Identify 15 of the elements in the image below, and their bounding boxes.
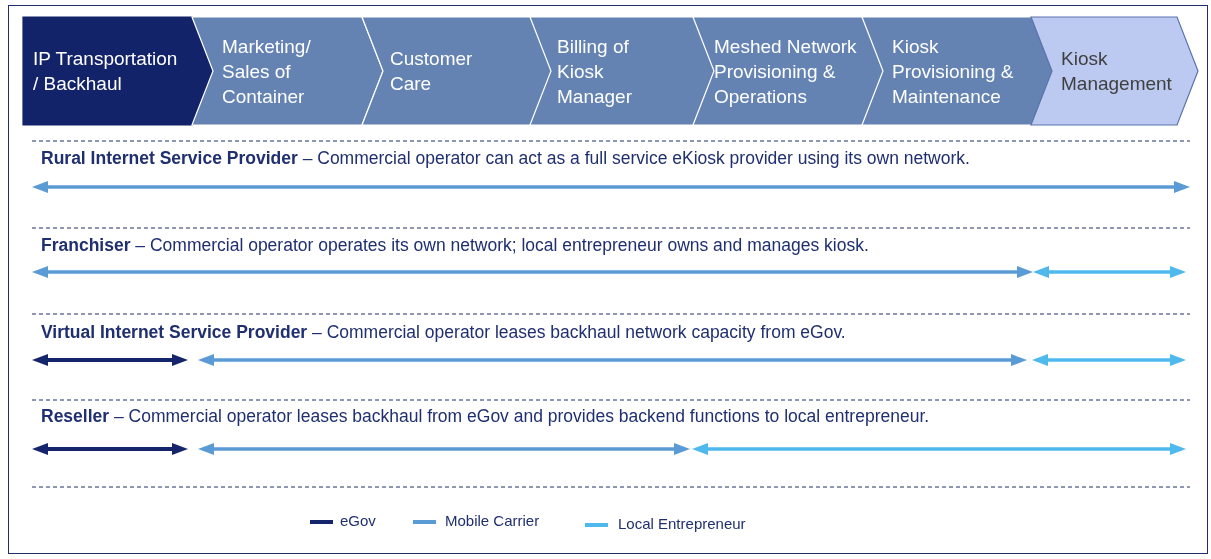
step-label: Kiosk Management — [1061, 47, 1173, 96]
model-description: Rural Internet Service Provider – Commercial operator can act as a full service eKiosk provider using its own network. — [41, 148, 970, 169]
legend-label: Mobile Carrier — [445, 512, 540, 529]
legend-label: Local Entrepreneur — [618, 515, 746, 532]
step-label: Kiosk Provisioning & Maintenance — [892, 34, 1015, 109]
legend-label: eGov — [340, 512, 376, 529]
model-description: Franchiser – Commercial operator operates its own network; local entrepreneur owns and manages kiosk. — [41, 235, 869, 256]
step-label: Meshed Network Provisioning & Operations — [714, 34, 858, 109]
step-label: Marketing/ Sales of Container — [222, 34, 312, 109]
model-description: Virtual Internet Service Provider – Commercial operator leases backhaul network capacity from eGov. — [41, 322, 846, 343]
step-label: IP Transportation / Backhaul — [33, 47, 179, 96]
step-label: Billing of Kiosk Manager — [557, 34, 633, 109]
model-description: Reseller – Commercial operator leases backhaul from eGov and provides backend functions to local entrepreneur. — [41, 406, 930, 427]
chevron-step — [23, 17, 213, 125]
chevron-step — [1031, 17, 1198, 125]
